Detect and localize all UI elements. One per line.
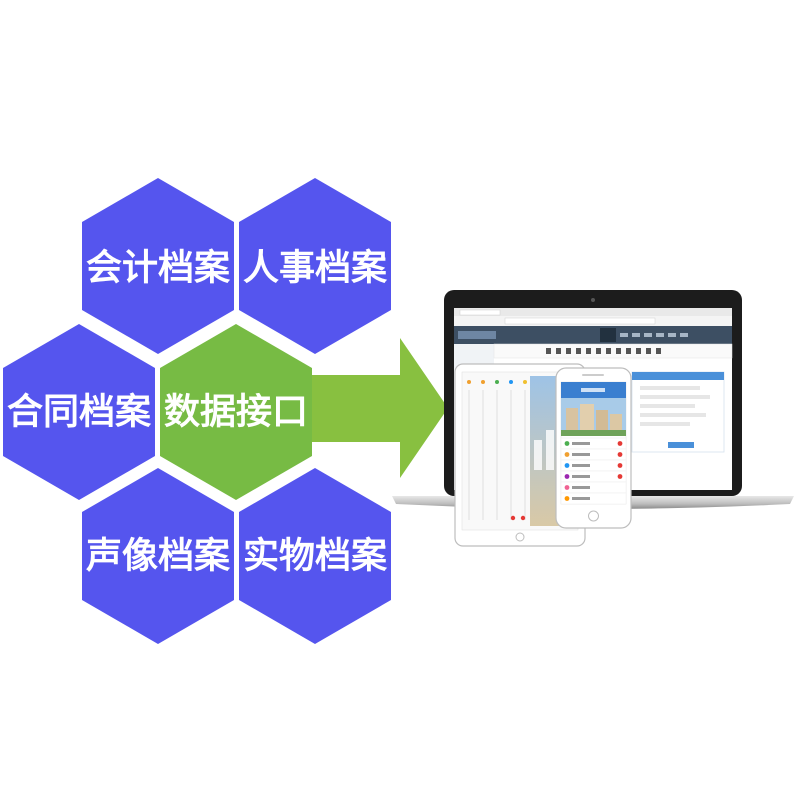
hex-accounting: 会计档案 bbox=[82, 178, 234, 354]
arrow-right bbox=[300, 338, 448, 478]
hex-data-interface: 数据接口 bbox=[160, 324, 312, 500]
app-header bbox=[454, 326, 732, 344]
hex-contract: 合同档案 bbox=[3, 324, 155, 500]
hex-contract-label: 合同档案 bbox=[7, 392, 152, 433]
hex-personnel-label: 人事档案 bbox=[243, 248, 388, 289]
hex-accounting-label: 会计档案 bbox=[86, 248, 231, 289]
hex-physical: 实物档案 bbox=[239, 468, 391, 644]
laptop-camera-icon bbox=[591, 298, 595, 302]
phone-home-button bbox=[588, 510, 599, 522]
hex-audio-video-label: 声像档案 bbox=[86, 536, 231, 577]
tablet-home-button bbox=[515, 532, 525, 542]
hex-physical-label: 实物档案 bbox=[243, 536, 388, 577]
smartphone bbox=[555, 367, 632, 529]
hex-audio-video: 声像档案 bbox=[82, 468, 234, 644]
hex-data-interface-label: 数据接口 bbox=[164, 392, 308, 433]
form-panel bbox=[631, 371, 725, 453]
hex-personnel: 人事档案 bbox=[239, 178, 391, 354]
